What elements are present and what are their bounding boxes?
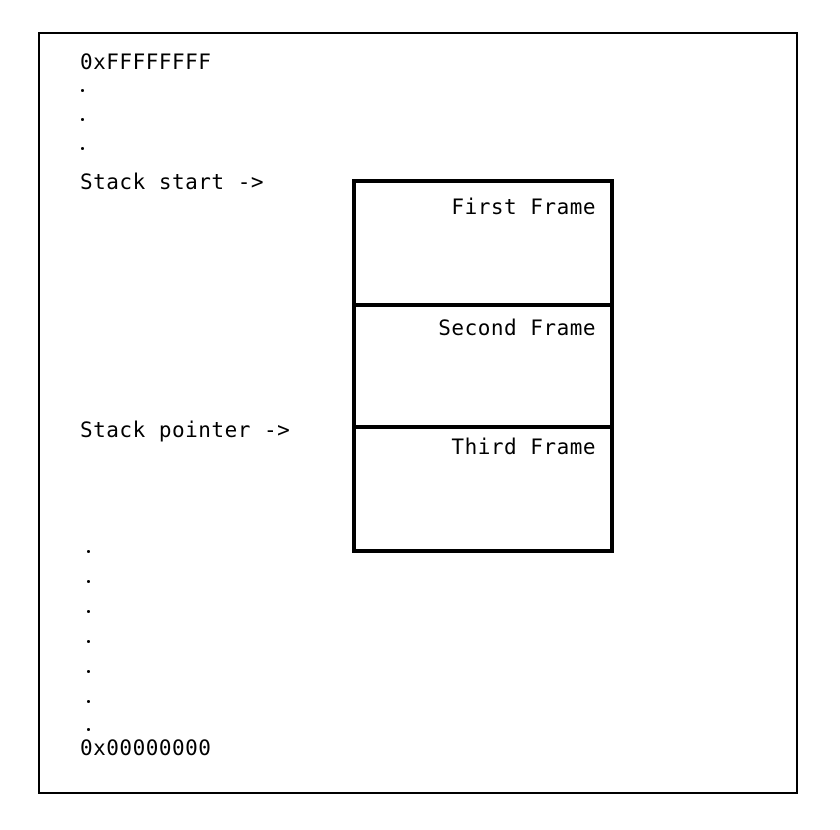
frame-divider <box>356 425 610 429</box>
ellipsis-dot <box>81 118 84 121</box>
ellipsis-dot <box>87 728 90 731</box>
frame-label: First Frame <box>451 195 596 219</box>
stack-pointer-label: Stack pointer -> <box>80 418 291 442</box>
ellipsis-dot <box>87 670 90 673</box>
stack-frames-box: First Frame Second Frame Third Frame <box>352 179 614 553</box>
third-frame: Third Frame <box>356 429 610 549</box>
frame-divider <box>356 303 610 307</box>
frame-label: Second Frame <box>438 316 596 340</box>
ellipsis-dot <box>87 580 90 583</box>
ellipsis-dot <box>87 700 90 703</box>
ellipsis-dot <box>81 147 84 150</box>
ellipsis-dot <box>87 610 90 613</box>
ellipsis-dot <box>81 89 84 92</box>
frame-label: Third Frame <box>451 435 596 459</box>
diagram-border <box>38 32 798 794</box>
stack-start-label: Stack start -> <box>80 170 265 194</box>
ellipsis-dot <box>87 550 90 553</box>
first-frame: First Frame <box>356 183 610 303</box>
top-address-label: 0xFFFFFFFF <box>80 50 212 74</box>
second-frame: Second Frame <box>356 307 610 425</box>
bottom-address-label: 0x00000000 <box>80 736 212 760</box>
ellipsis-dot <box>87 640 90 643</box>
